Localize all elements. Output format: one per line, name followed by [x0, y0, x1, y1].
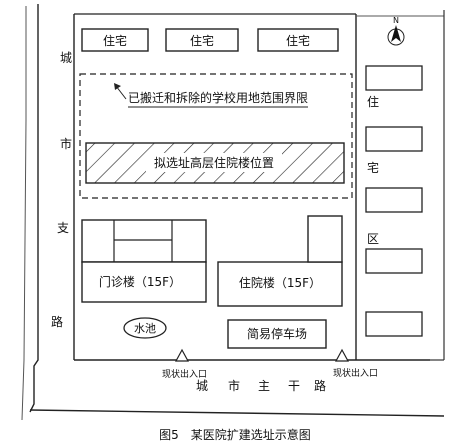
- proposed-site-label-bg: [146, 153, 282, 172]
- house-top-3-label: 住宅: [286, 33, 310, 48]
- figure-caption: 图5 某医院扩建选址示意图: [159, 428, 311, 442]
- inpatient-building: [217, 261, 343, 307]
- north-arrow-icon: [387, 25, 405, 46]
- pond: [123, 317, 167, 339]
- entrance-triangle-icon: [174, 348, 190, 362]
- main-road-char: 城: [196, 379, 208, 393]
- district-block: [365, 311, 423, 337]
- house-top-2: [165, 28, 239, 52]
- school-boundary-label: 已搬迁和拆除的学校用地范围界限: [128, 90, 308, 105]
- left-road-char: 支: [57, 221, 69, 235]
- district-block: [365, 65, 423, 91]
- left-road-char: 城: [60, 51, 72, 65]
- entrance-left-label: 现状出入口: [162, 368, 207, 380]
- main-road-char: 路: [314, 378, 326, 393]
- entrance-triangle-icon: [334, 348, 350, 362]
- house-top-2-label: 住宅: [190, 33, 214, 48]
- outpatient-label: 门诊楼（15F）: [99, 274, 181, 289]
- road-edge-inner: [29, 4, 39, 413]
- proposed-site: [85, 142, 345, 184]
- left-road-char: 市: [60, 136, 72, 151]
- road-edge-left-outer: [21, 6, 27, 421]
- house-top-3: [257, 28, 339, 52]
- north-label: N: [393, 16, 399, 25]
- district-block: [365, 126, 423, 152]
- main-road-char: 主: [258, 379, 270, 393]
- parking-label: 简易停车场: [247, 326, 307, 341]
- district-label-char: 宅: [367, 160, 379, 175]
- leader-arrow: [114, 83, 121, 90]
- pond-label: 水池: [134, 322, 156, 335]
- inpatient-wing: [307, 215, 343, 263]
- district-block: [365, 248, 423, 274]
- school-boundary: [79, 73, 353, 199]
- left-road-char: 路: [51, 314, 63, 329]
- house-top-1: [81, 28, 149, 52]
- outpatient-upper: [81, 219, 207, 263]
- main-road-char: 干: [288, 379, 300, 393]
- main-road-char: 市: [228, 378, 240, 393]
- district-block: [365, 187, 423, 213]
- parking-lot: [227, 319, 327, 349]
- district-label-char: 区: [367, 232, 379, 246]
- outpatient-building: [81, 261, 207, 303]
- main-road-bottom-edge: [29, 409, 445, 417]
- inpatient-label: 住院楼（15F）: [239, 275, 321, 290]
- district-label-char: 住: [367, 95, 379, 109]
- entrance-right-label: 现状出入口: [333, 367, 378, 379]
- proposed-site-label: 拟选址高层住院楼位置: [154, 155, 274, 170]
- house-top-1-label: 住宅: [103, 33, 127, 48]
